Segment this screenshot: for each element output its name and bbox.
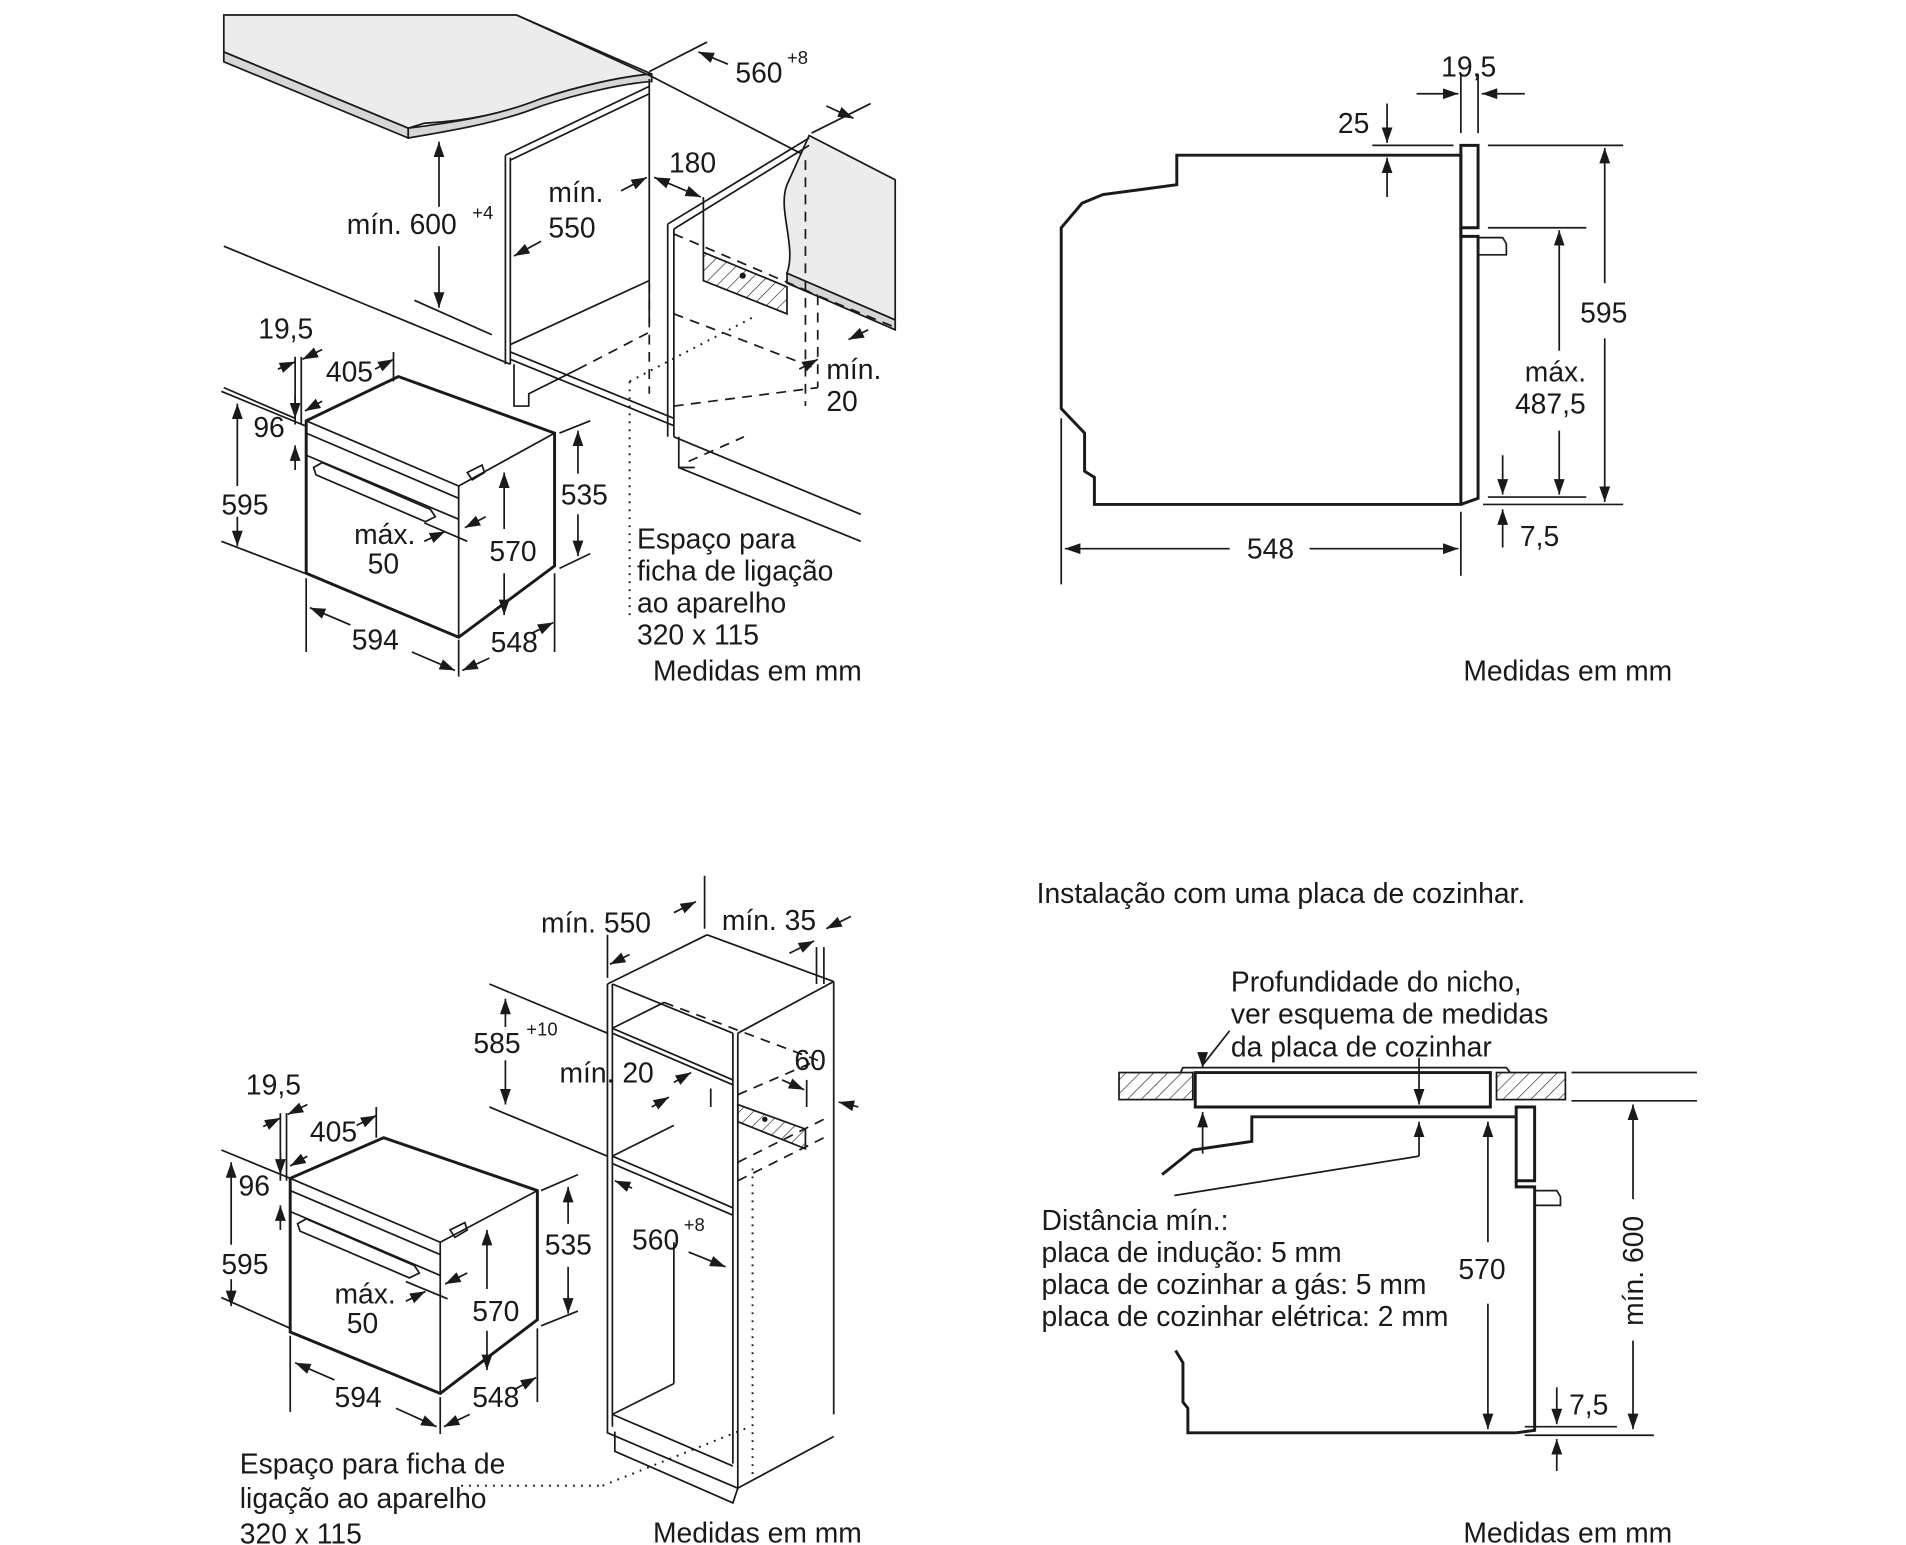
dim-handle-max-label: máx. xyxy=(354,518,415,550)
oven-side-profile xyxy=(1059,153,1463,506)
dim-bottom-offset: 7,5 xyxy=(1520,520,1559,552)
dim-depth-min-value: 550 xyxy=(548,212,595,244)
dim-niche-width: 560 xyxy=(632,1224,679,1256)
plug-space-hatch xyxy=(702,251,788,316)
dim-depth: 548 xyxy=(472,1381,519,1413)
dim-handle-max-label: máx. xyxy=(334,1278,395,1310)
plug-space-line: ficha de ligação xyxy=(637,555,833,587)
dim-inner-height: 570 xyxy=(489,535,536,567)
dim-total-height: 595 xyxy=(221,488,268,520)
dim-door-max-value: 487,5 xyxy=(1515,387,1586,419)
dim-niche-width-tolerance: +8 xyxy=(684,1214,705,1235)
dim-tall-depth: mín. 550 xyxy=(541,906,651,938)
dim-niche-height: 585 xyxy=(473,1027,520,1059)
dim-niche-width: 560 xyxy=(735,57,782,89)
dim-cabinet-height-tolerance: +4 xyxy=(472,202,493,223)
dim-inner-height: 570 xyxy=(1458,1253,1505,1285)
countertop-right xyxy=(783,134,897,322)
plug-space-line: ligação ao aparelho xyxy=(240,1482,487,1514)
units-note: Medidas em mm xyxy=(653,654,862,686)
dim-front-thickness: 19,5 xyxy=(1441,51,1496,83)
dim-top-offset: 25 xyxy=(1338,107,1369,139)
dim-total-height: 595 xyxy=(221,1248,268,1280)
diagram-side-profile: 19,5 25 595 máx. 487,5 7,5 548 Medidas e… xyxy=(1059,51,1672,686)
worktop-section-left xyxy=(1118,1071,1194,1101)
plug-space-hatch xyxy=(736,1103,807,1151)
dim-depth-min-label: mín. xyxy=(548,176,603,208)
dim-depth: 548 xyxy=(491,626,538,658)
niche-note-line: Profundidade do nicho, xyxy=(1231,965,1522,997)
dim-panel-height: 96 xyxy=(239,1170,270,1202)
dim-bottom-offset: 7,5 xyxy=(1569,1388,1608,1420)
plug-space-line: ao aparelho xyxy=(637,587,786,619)
dim-body-height: 535 xyxy=(561,478,608,510)
dim-inner-height: 570 xyxy=(472,1295,519,1327)
dim-width: 594 xyxy=(334,1381,381,1413)
dim-min-height: mín. 600 xyxy=(1617,1216,1649,1326)
dim-handle-max-value: 50 xyxy=(368,547,399,579)
dim-side-gap: mín. 35 xyxy=(722,904,816,936)
dim-niche-height-tolerance: +10 xyxy=(526,1019,557,1040)
dim-gap-min-value: 20 xyxy=(826,385,857,417)
oven-isometric xyxy=(304,374,557,639)
dim-gap-min-label: mín. xyxy=(826,353,881,385)
hob-title: Instalação com uma placa de cozinhar. xyxy=(1037,877,1526,909)
distance-line: placa de cozinhar a gás: 5 mm xyxy=(1042,1268,1427,1300)
worktop-section-right xyxy=(1495,1071,1567,1101)
dim-body-depth-top: 405 xyxy=(310,1115,357,1147)
distance-line: placa de indução: 5 mm xyxy=(1042,1236,1342,1268)
diagram-hob-installation: Instalação com uma placa de cozinhar. Pr… xyxy=(1037,877,1697,1545)
units-note: Medidas em mm xyxy=(1463,654,1672,686)
plug-space-line: 320 x 115 xyxy=(240,1518,362,1545)
dim-front-thickness: 19,5 xyxy=(258,312,313,344)
distance-line: Distância mín.: xyxy=(1042,1204,1229,1236)
dim-width: 594 xyxy=(352,624,399,656)
dim-vent: 60 xyxy=(794,1044,825,1076)
dim-total-height: 595 xyxy=(1580,296,1627,328)
niche-note-line: da placa de cozinhar xyxy=(1231,1031,1492,1063)
dim-door-max-label: máx. xyxy=(1525,355,1586,387)
distance-line: placa de cozinhar elétrica: 2 mm xyxy=(1042,1300,1449,1332)
units-note: Medidas em mm xyxy=(1463,1516,1672,1545)
dim-body-height: 535 xyxy=(545,1229,592,1261)
dim-front-thickness: 19,5 xyxy=(246,1069,301,1101)
diagram-tall-cabinet: mín. 550 mín. 35 585 +10 mín. 20 60 560 … xyxy=(220,875,862,1545)
hob-body xyxy=(1193,1071,1492,1109)
countertop xyxy=(222,14,653,130)
dim-depth: 548 xyxy=(1247,533,1294,565)
plug-space-line: Espaço para ficha de xyxy=(240,1447,506,1479)
units-note: Medidas em mm xyxy=(653,1516,862,1545)
dim-cabinet-height: mín. 600 xyxy=(347,208,457,240)
dim-niche-width-tolerance: +8 xyxy=(787,47,808,68)
plug-space-line: 320 x 115 xyxy=(637,619,759,651)
dim-handle-max-value: 50 xyxy=(347,1307,378,1339)
dim-plug-offset: 180 xyxy=(669,146,716,178)
dim-body-depth-top: 405 xyxy=(326,355,373,387)
niche-note-line: ver esquema de medidas xyxy=(1231,997,1548,1029)
oven-isometric xyxy=(288,1136,539,1396)
oven-side-profile xyxy=(1161,1115,1517,1176)
diagram-under-counter: 560 +8 mín. 600 +4 mín. 550 180 mín. 20 xyxy=(221,14,897,686)
dim-gap-min: mín. 20 xyxy=(560,1056,654,1088)
plug-space-line: Espaço para xyxy=(637,523,796,555)
